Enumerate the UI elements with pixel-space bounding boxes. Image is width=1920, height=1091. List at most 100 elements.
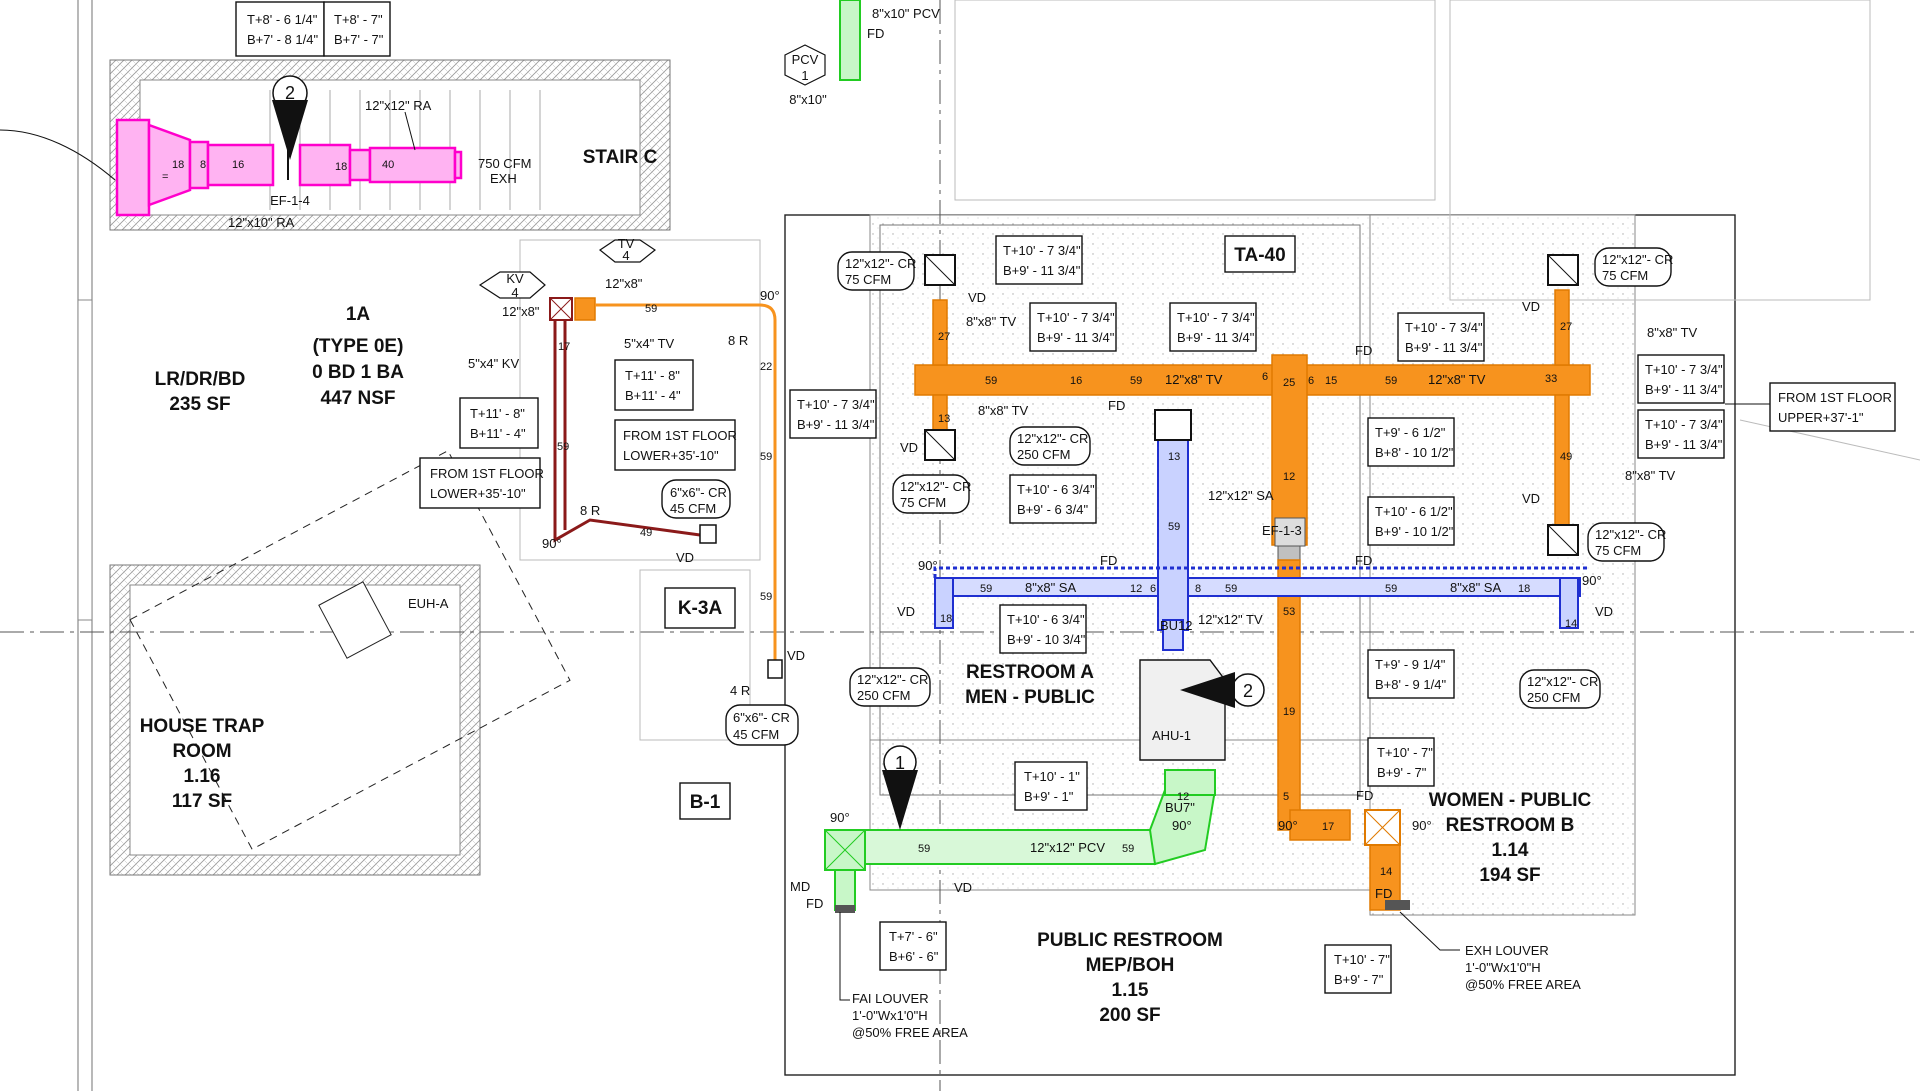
sa-8x8-b: 8"x8" SA — [1450, 580, 1501, 595]
duct-size: 33 — [1545, 373, 1557, 385]
t10l-2: B+9' - 7" — [1377, 765, 1427, 780]
cr12g-2: 250 CFM — [1527, 690, 1580, 705]
t10f-2: B+9' - 11 3/4" — [1645, 382, 1723, 397]
t7-1: T+7' - 6" — [889, 929, 938, 944]
duct-size: 12 — [1130, 583, 1142, 595]
tv-8x8: 8"x8" TV — [1625, 468, 1676, 483]
tag-1: 1 — [895, 753, 905, 773]
tv-tag-size: 12"x8" — [605, 276, 643, 291]
duct-size: 16 — [1070, 375, 1082, 387]
deg90-label: 90° — [1278, 818, 1298, 833]
t10l-1: T+10' - 7" — [1377, 745, 1433, 760]
b1-label: B-1 — [690, 792, 721, 813]
duct-size: 59 — [1385, 583, 1397, 595]
t10k-2: B+9' - 1" — [1024, 789, 1074, 804]
cr6-2: 45 CFM — [670, 501, 716, 516]
duct-size: 8 — [1195, 583, 1201, 595]
exhl-3: @50% FREE AREA — [1465, 977, 1581, 992]
cr12e-1: 12"x12"- CR — [1595, 527, 1666, 542]
pcv-tag-top: PCV — [792, 52, 819, 67]
from1-c1: FROM 1ST FLOOR — [1778, 390, 1892, 405]
tv-8x8: 8"x8" TV — [966, 314, 1017, 329]
tv-tag-num: 4 — [622, 248, 629, 263]
exhl-1: EXH LOUVER — [1465, 943, 1549, 958]
public-num: 1.15 — [1112, 980, 1149, 1001]
t7-2: B+6' - 6" — [889, 949, 939, 964]
fd-label: FD — [1355, 553, 1372, 568]
unit-1a-label: 1A — [346, 304, 371, 325]
duct-size: 53 — [1283, 606, 1295, 618]
t10a-1: T+10' - 7 3/4" — [1003, 243, 1081, 258]
unit-1a-ducts: 17 59 49 8 R 90° 59 22 59 59 90° 8 R 4 R… — [419, 236, 805, 746]
r8-label: 8 R — [580, 503, 600, 518]
fd-label: FD — [1356, 788, 1373, 803]
tv-8x8: 8"x8" TV — [1647, 325, 1698, 340]
t10e-2: B+9' - 11 3/4" — [1405, 340, 1483, 355]
ra-12x12: 12"x12" RA — [365, 98, 432, 113]
from1-a1: FROM 1ST FLOOR — [430, 466, 544, 481]
duct-size: 14 — [1565, 618, 1577, 630]
cfm-750: 750 CFM — [478, 156, 531, 171]
k3a-label: K-3A — [678, 598, 723, 619]
ef-1-4-label: EF-1-4 — [270, 193, 310, 208]
duct-size: 59 — [1385, 375, 1397, 387]
sa-8x8: 8"x8" SA — [1025, 580, 1076, 595]
duct-size: 59 — [1122, 843, 1134, 855]
duct-size: 59 — [1130, 375, 1142, 387]
cr12b-2: 75 CFM — [900, 495, 946, 510]
t10k-1: T+10' - 1" — [1024, 769, 1080, 784]
duct-size: 8 — [200, 159, 206, 171]
t10f-1: T+10' - 7 3/4" — [1645, 362, 1723, 377]
duct-size: 49 — [640, 527, 652, 539]
t10c-1: T+10' - 7 3/4" — [797, 397, 875, 412]
t10i-1: T+10' - 6 1/2" — [1375, 504, 1453, 519]
room-labels: STAIR C 1A (TYPE 0E) 0 BD 1 BA 447 NSF L… — [140, 147, 1592, 1026]
duct-size: 16 — [232, 159, 244, 171]
from1-c2: UPPER+37'-1" — [1778, 410, 1864, 425]
lr-sf: 235 SF — [169, 394, 230, 415]
unit-1a-bd: 0 BD 1 BA — [312, 362, 404, 383]
pcv-tag-size: 8"x10" — [789, 92, 827, 107]
stair-c-label: STAIR C — [583, 147, 658, 168]
duct-size: 25 — [1283, 377, 1295, 389]
vd-label: VD — [968, 290, 986, 305]
duct-size: 27 — [1560, 321, 1572, 333]
vd-label: VD — [787, 648, 805, 663]
restroom-a-2: MEN - PUBLIC — [965, 687, 1095, 708]
note-t8a2: B+7' - 8 1/4" — [247, 32, 318, 47]
duct-size: 12 — [1283, 471, 1295, 483]
r4-label: 4 R — [730, 683, 750, 698]
t10c-2: B+9' - 11 3/4" — [797, 417, 875, 432]
pcv-12x12: 12"x12" PCV — [1030, 840, 1105, 855]
women-2: RESTROOM B — [1446, 815, 1575, 836]
note-t11b2: B+11' - 4" — [625, 388, 681, 403]
duct-size: 59 — [760, 591, 772, 603]
duct-size: 59 — [760, 451, 772, 463]
duct-size: 59 — [980, 583, 992, 595]
tag-2b: 2 — [1243, 681, 1253, 701]
note-t11a2: B+11' - 4" — [470, 426, 526, 441]
r8-label: 8 R — [728, 333, 748, 348]
fd-label: FD — [1375, 886, 1392, 901]
fai-1: FAI LOUVER — [852, 991, 929, 1006]
t10g-2: B+9' - 11 3/4" — [1645, 437, 1723, 452]
t10j-2: B+9' - 10 3/4" — [1007, 632, 1086, 647]
cr12c-1: 12"x12"- CR — [1017, 431, 1088, 446]
t10h-2: B+9' - 6 3/4" — [1017, 502, 1088, 517]
kv-tag-num: 4 — [511, 285, 518, 300]
t9-2: B+8' - 10 1/2" — [1375, 445, 1454, 460]
deg90-label: 90° — [918, 558, 938, 573]
duct-size: 22 — [760, 361, 772, 373]
lr-label: LR/DR/BD — [155, 369, 246, 390]
t10b-1: T+10' - 7 3/4" — [1037, 310, 1115, 325]
cr12d-1: 12"x12"- CR — [1602, 252, 1673, 267]
t10d-2: B+9' - 11 3/4" — [1177, 330, 1255, 345]
duct-size: 13 — [1168, 451, 1180, 463]
cr12a-2: 75 CFM — [845, 272, 891, 287]
cr12d-2: 75 CFM — [1602, 268, 1648, 283]
tv-12x8: 12"x8" TV — [1165, 372, 1223, 387]
duct-size: 17 — [558, 341, 570, 353]
house-trap-2: ROOM — [172, 741, 231, 762]
note-t8b2: B+7' - 7" — [334, 32, 384, 47]
